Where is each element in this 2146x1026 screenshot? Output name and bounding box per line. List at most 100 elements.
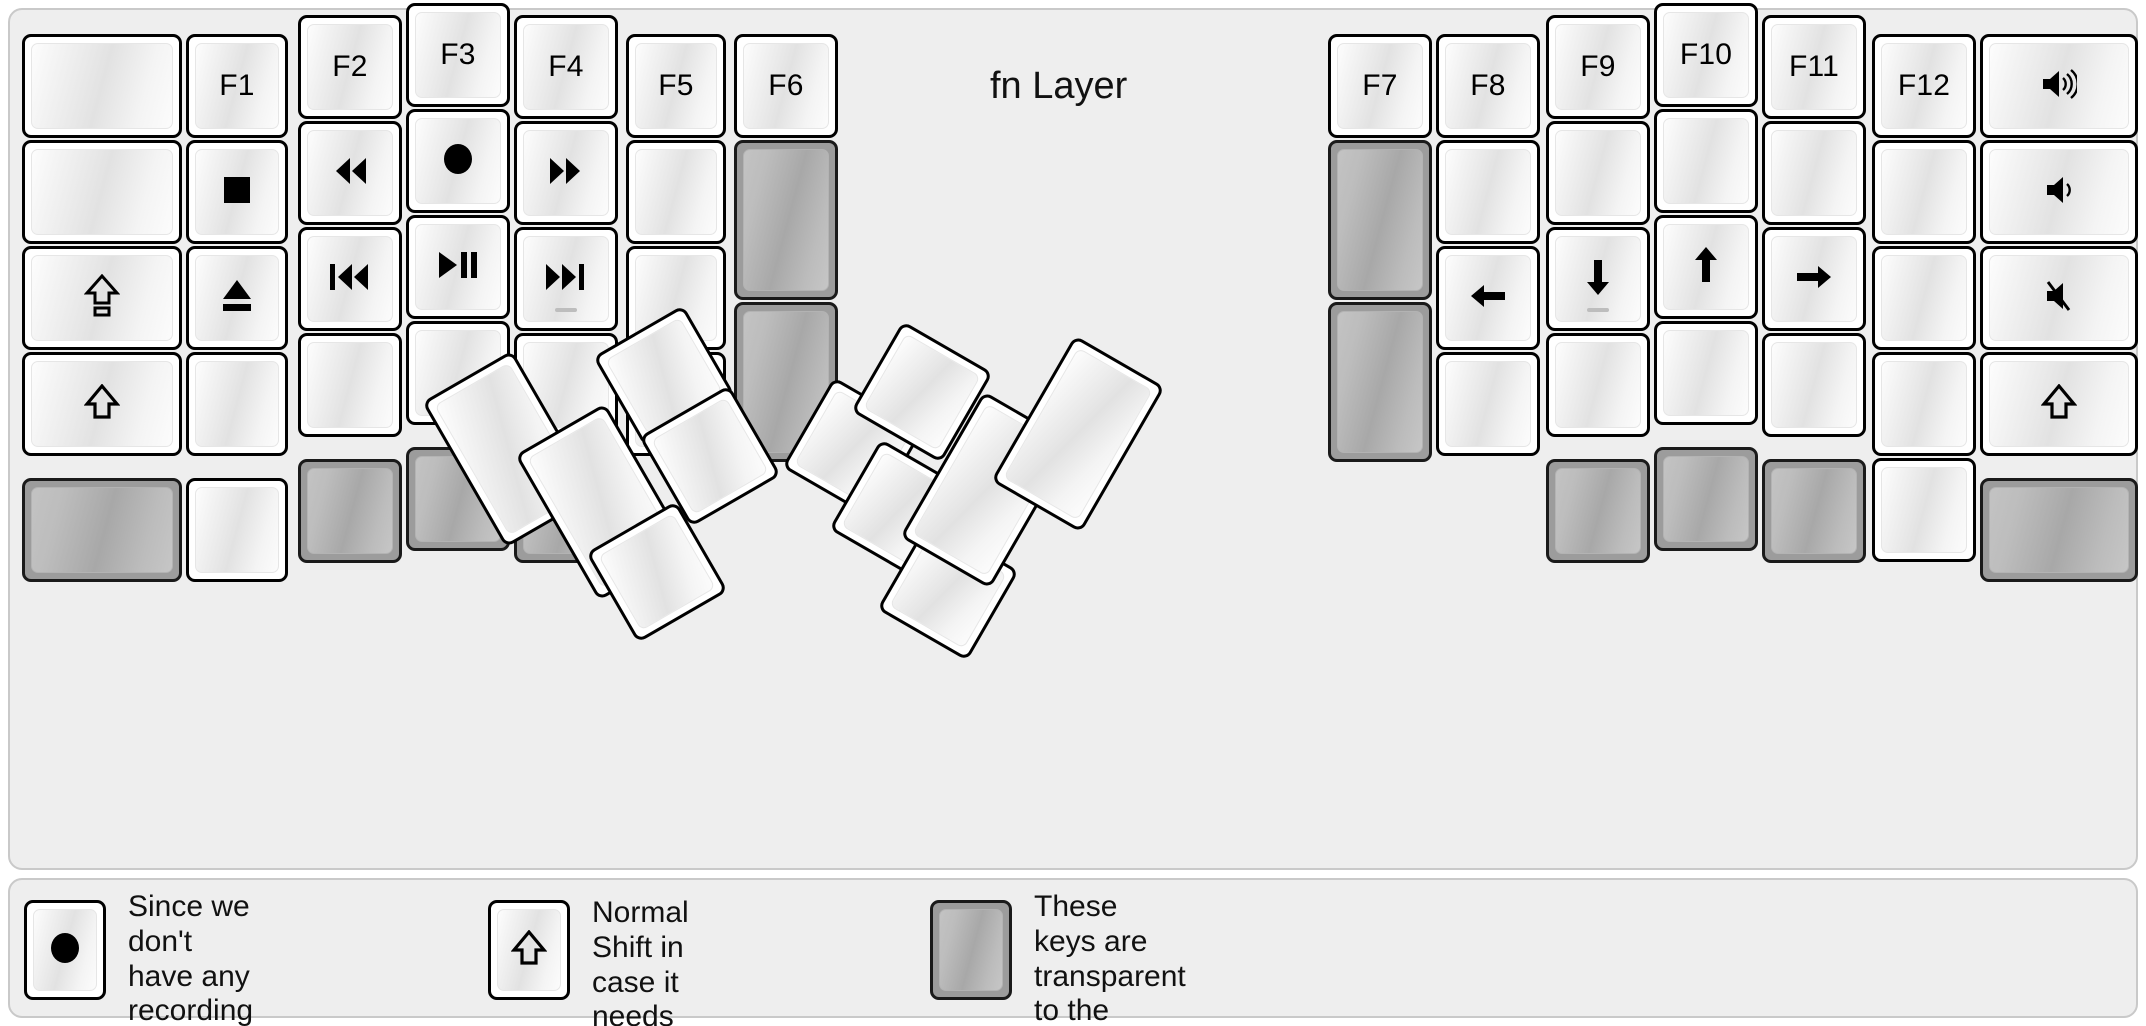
arrow-left-icon (1467, 280, 1509, 316)
keycap-surface (307, 342, 393, 428)
keycap-surface (33, 909, 97, 991)
key-right-index-inner-2[interactable] (1328, 140, 1432, 300)
keycap-surface (415, 224, 501, 310)
key-left-thumb-outer-2[interactable] (734, 140, 838, 300)
key-left-pinky-1[interactable]: F1 (186, 34, 288, 138)
key-right-pinky-outer-5[interactable] (1872, 458, 1976, 562)
key-left-pinky-outer-4[interactable] (22, 352, 182, 456)
keycap-surface: F9 (1555, 24, 1641, 110)
key-label: F6 (768, 69, 804, 102)
key-right-middle-5[interactable] (1546, 459, 1650, 563)
key-right-ring-2[interactable] (1654, 109, 1758, 213)
key-right-index-inner-3[interactable] (1328, 302, 1432, 462)
key-right-pinky-outer-4[interactable] (1872, 352, 1976, 456)
key-right-pinky-3[interactable] (1762, 227, 1866, 331)
keycap-surface (1337, 311, 1423, 453)
eject-icon (220, 278, 254, 318)
keycap-surface (1445, 361, 1531, 447)
key-label: F10 (1679, 38, 1733, 71)
key-right-pinky-2[interactable] (1762, 121, 1866, 225)
key-left-index-1[interactable]: F4 (514, 15, 618, 119)
keycap-surface: F6 (743, 43, 829, 129)
key-right-ring-1[interactable]: F10 (1654, 3, 1758, 107)
key-right-outer-3[interactable] (1980, 246, 2138, 350)
keycap-surface (1989, 487, 2129, 573)
legend-key-1[interactable] (24, 900, 106, 1000)
key-left-pinky-3[interactable] (186, 246, 288, 350)
key-left-ring-2[interactable] (298, 121, 402, 225)
keycap-surface (31, 361, 173, 447)
shift-arrow-icon (83, 383, 121, 424)
key-left-index-3[interactable] (514, 227, 618, 331)
key-right-outer-4[interactable] (1980, 352, 2138, 456)
key-left-index-2[interactable] (514, 121, 618, 225)
key-left-ring-5[interactable] (298, 459, 402, 563)
key-left-pinky-outer-3[interactable] (22, 246, 182, 350)
key-right-index-inner-1[interactable]: F7 (1328, 34, 1432, 138)
key-left-ring-1[interactable]: F2 (298, 15, 402, 119)
key-left-pinky-2[interactable] (186, 140, 288, 244)
key-right-middle-1[interactable]: F9 (1546, 15, 1650, 119)
key-right-middle-2[interactable] (1546, 121, 1650, 225)
key-label: F1 (219, 69, 255, 102)
keycap-surface (1663, 224, 1749, 310)
key-right-pinky-outer-1[interactable]: F12 (1872, 34, 1976, 138)
key-label: F7 (1362, 69, 1398, 102)
keycap-surface (1771, 342, 1857, 428)
keycap-surface (523, 130, 609, 216)
legend-key-3[interactable] (930, 900, 1012, 1000)
key-right-ring-3[interactable] (1654, 215, 1758, 319)
legend-key-2[interactable] (488, 900, 570, 1000)
keycap-surface (1881, 255, 1967, 341)
keycap-surface (1003, 347, 1153, 521)
keycap-surface: F8 (1445, 43, 1531, 129)
key-right-ring-4[interactable] (1654, 321, 1758, 425)
keycap-surface (1771, 236, 1857, 322)
legend-text-2: Normal Shift in case it needs to be send… (592, 896, 689, 1026)
key-label: F12 (1897, 69, 1951, 102)
key-right-outer-1[interactable] (1980, 34, 2138, 138)
key-right-pinky-4[interactable] (1762, 333, 1866, 437)
key-left-pinky-outer-1[interactable] (22, 34, 182, 138)
key-right-pinky-outer-3[interactable] (1872, 246, 1976, 350)
key-left-ring-3[interactable] (298, 227, 402, 331)
keycap-surface (307, 468, 393, 554)
key-left-index-inner-2[interactable] (626, 140, 726, 244)
key-left-ring-4[interactable] (298, 333, 402, 437)
key-right-index-4[interactable] (1436, 352, 1540, 456)
key-right-outer-2[interactable] (1980, 140, 2138, 244)
key-left-index-inner-1[interactable]: F5 (626, 34, 726, 138)
key-left-pinky-4[interactable] (186, 352, 288, 456)
key-left-middle-2[interactable] (406, 109, 510, 213)
keycap-surface (195, 149, 279, 235)
keycap-surface (497, 909, 561, 991)
key-left-pinky-outer-5[interactable] (22, 478, 182, 582)
key-left-middle-1[interactable]: F3 (406, 3, 510, 107)
key-left-thumb-outer-1[interactable]: F6 (734, 34, 838, 138)
keycap-surface (1989, 149, 2129, 235)
key-right-pinky-5[interactable] (1762, 459, 1866, 563)
key-right-middle-4[interactable] (1546, 333, 1650, 437)
key-right-pinky-1[interactable]: F11 (1762, 15, 1866, 119)
key-right-middle-3[interactable] (1546, 227, 1650, 331)
key-left-middle-3[interactable] (406, 215, 510, 319)
key-right-index-1[interactable]: F8 (1436, 34, 1540, 138)
keycap-surface: F4 (523, 24, 609, 110)
key-right-pinky-outer-2[interactable] (1872, 140, 1976, 244)
keycap-surface (1989, 43, 2129, 129)
keycap-surface: F3 (415, 12, 501, 98)
key-right-outer-5[interactable] (1980, 478, 2138, 582)
key-left-pinky-5[interactable] (186, 478, 288, 582)
key-right-index-3[interactable] (1436, 246, 1540, 350)
keycap-surface (1663, 118, 1749, 204)
page-title: fn Layer (990, 65, 1128, 107)
keycap-surface (307, 236, 393, 322)
keycap-surface (1445, 149, 1531, 235)
key-left-pinky-outer-2[interactable] (22, 140, 182, 244)
key-right-ring-5[interactable] (1654, 447, 1758, 551)
volume-up-icon (2041, 68, 2079, 104)
keycap-surface (1445, 255, 1531, 341)
key-right-index-2[interactable] (1436, 140, 1540, 244)
